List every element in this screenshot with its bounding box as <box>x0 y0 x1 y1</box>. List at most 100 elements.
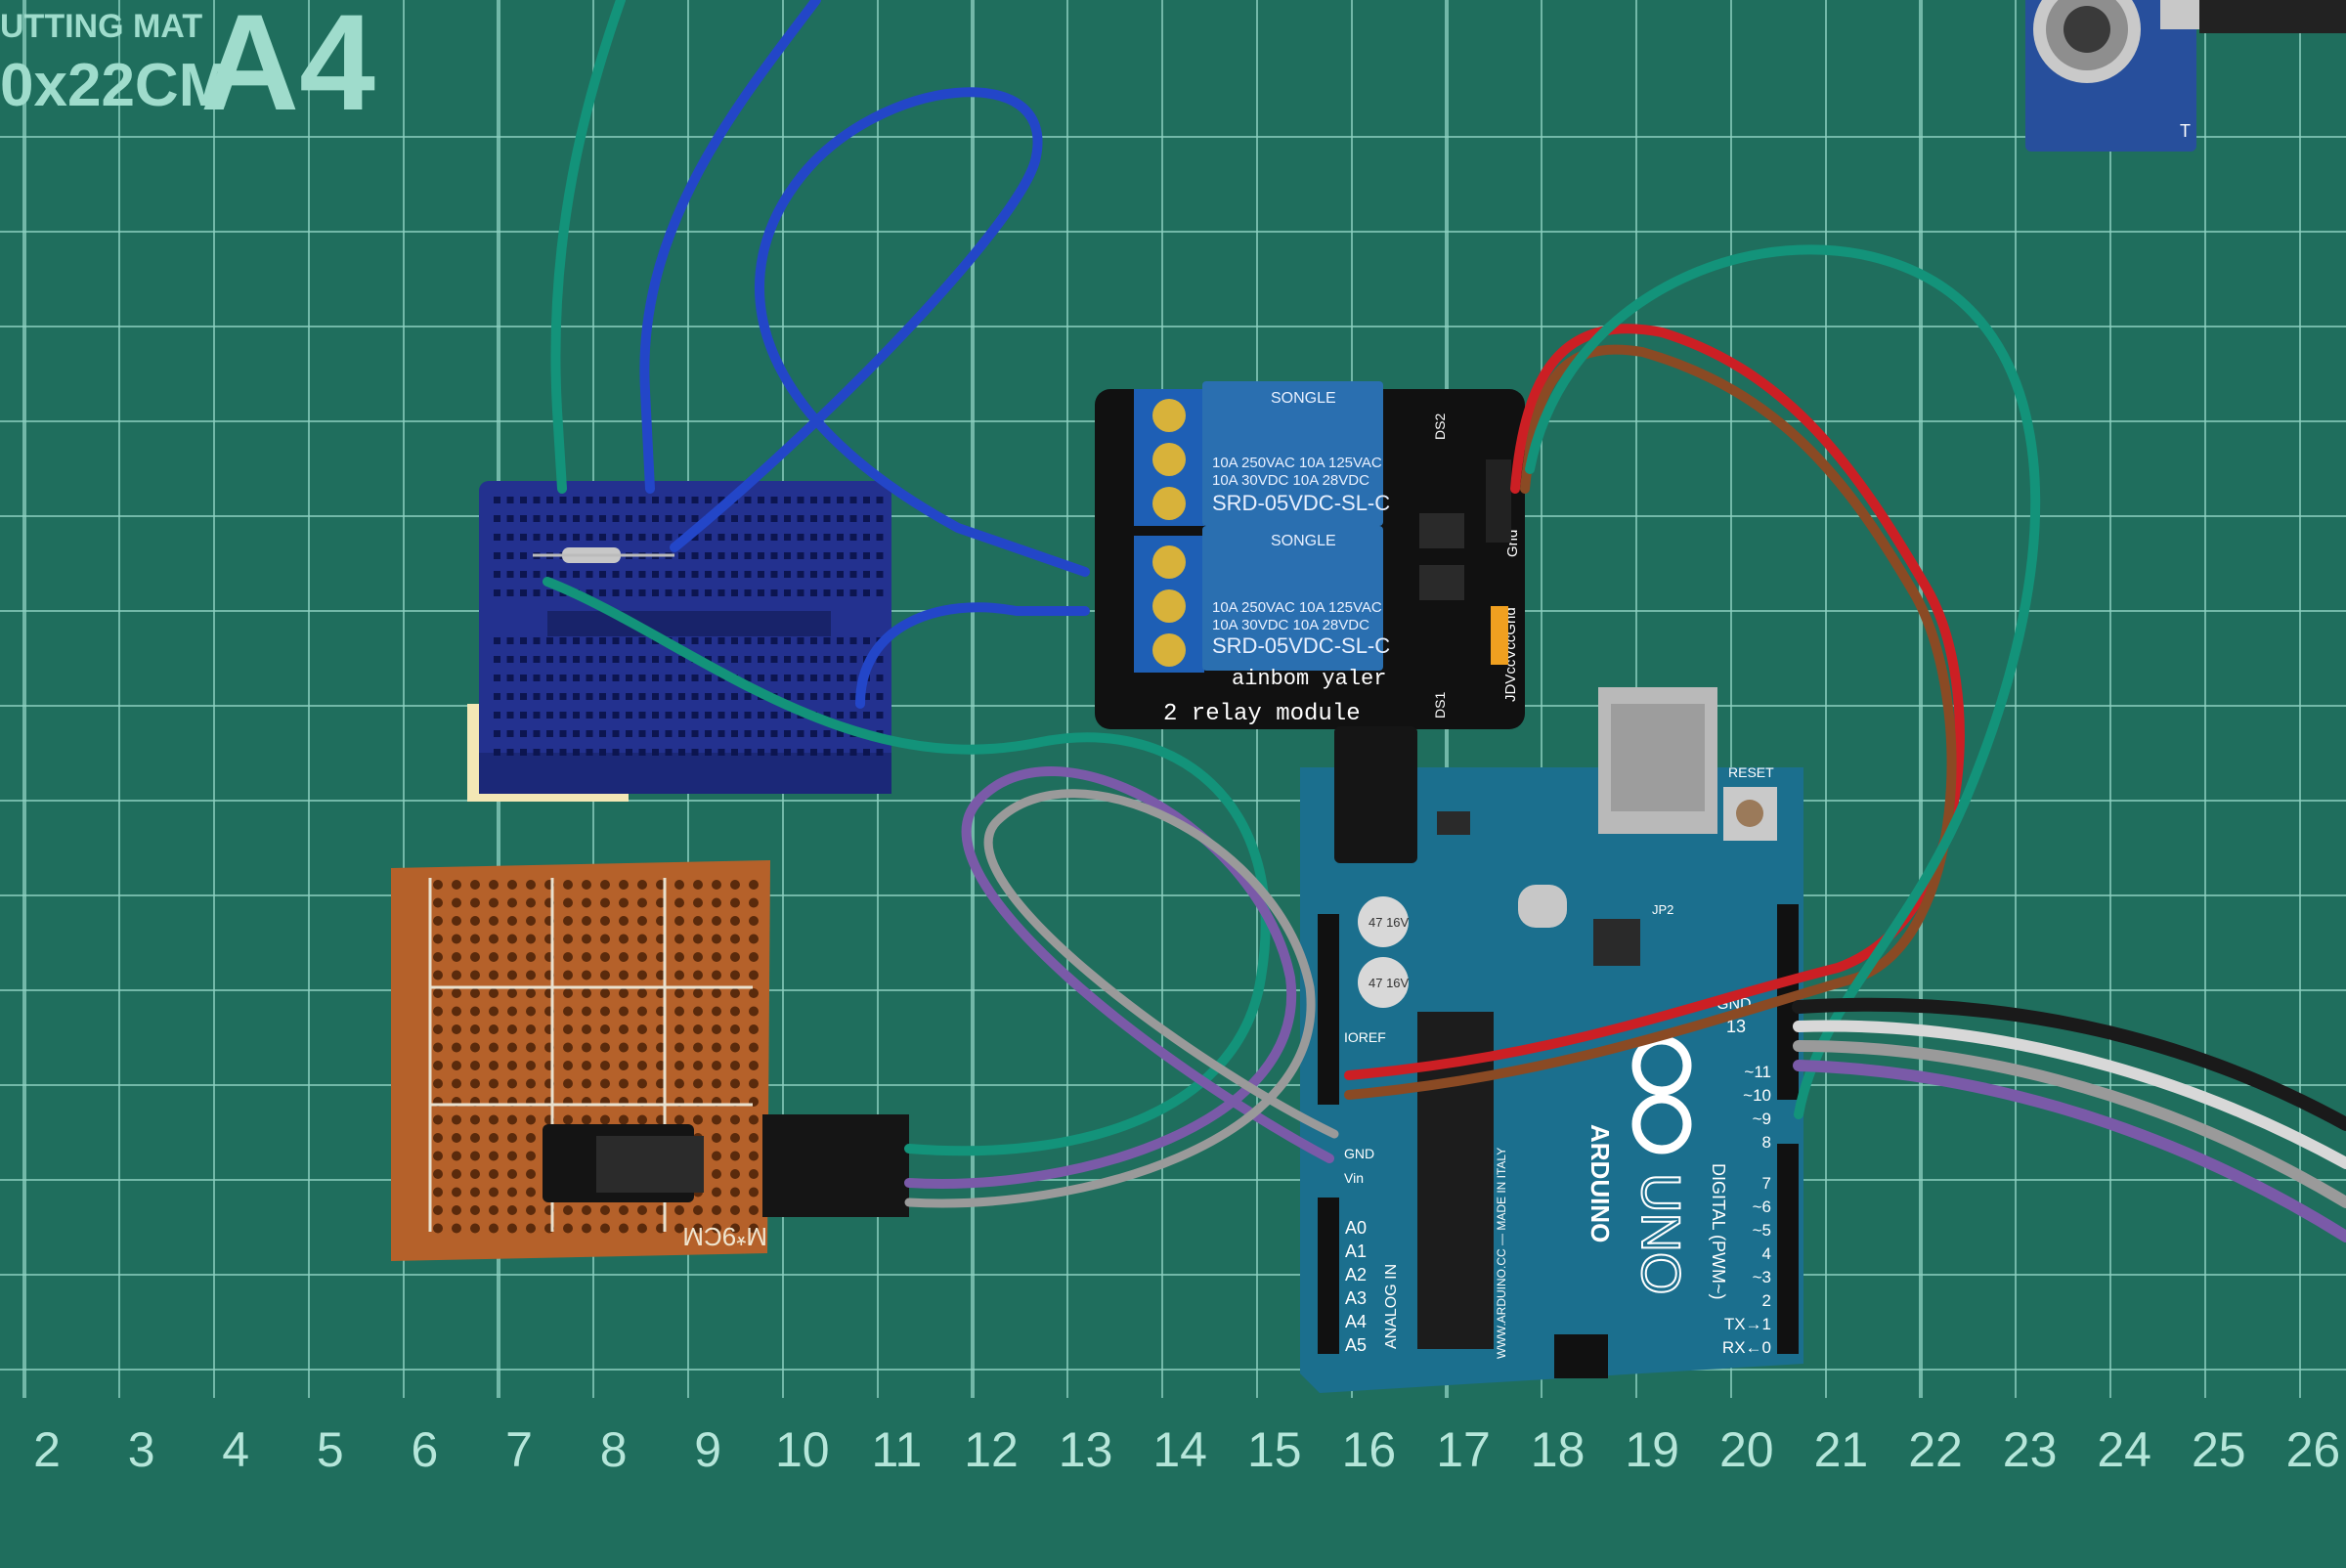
perfboard-hole <box>730 1187 740 1198</box>
perfboard-hole <box>749 1169 759 1179</box>
breadboard-hole <box>678 712 685 719</box>
ruler-number: 6 <box>411 1422 438 1477</box>
breadboard-hole <box>599 497 606 503</box>
perfboard-hole <box>600 1078 610 1089</box>
ruler-number: 13 <box>1059 1422 1113 1477</box>
perfboard-hole <box>637 988 647 998</box>
perfboard-hole <box>452 880 461 890</box>
breadboard-hole <box>678 571 685 578</box>
breadboard-hole <box>863 693 870 700</box>
breadboard-hole <box>744 571 752 578</box>
breadboard-hole <box>599 637 606 644</box>
breadboard-hole <box>691 497 699 503</box>
perfboard-hole <box>582 880 591 890</box>
breadboard-hole <box>823 712 831 719</box>
perfboard-hole <box>526 1042 536 1053</box>
breadboard-hole <box>586 693 593 700</box>
perfboard-hole <box>730 1205 740 1215</box>
breadboard-hole <box>797 637 804 644</box>
perfboard-hole <box>433 880 443 890</box>
breadboard-hole <box>810 515 817 522</box>
perfboard-hole <box>637 1061 647 1070</box>
perfboard-hole <box>526 1151 536 1161</box>
breadboard-hole <box>705 497 712 503</box>
breadboard-hole <box>626 712 632 719</box>
perfboard-hole <box>526 934 536 944</box>
perfboard-hole <box>674 897 684 908</box>
perfboard-hole <box>712 897 721 908</box>
perfboard-hole <box>489 1024 499 1034</box>
breadboard-hole <box>573 497 580 503</box>
breadboard-hole <box>546 534 553 541</box>
breadboard-hole <box>586 637 593 644</box>
breadboard-hole <box>744 693 752 700</box>
perfboard-hole <box>600 880 610 890</box>
perfboard-hole <box>749 1114 759 1125</box>
perfboard-hole <box>470 1133 480 1143</box>
perfboard-hole <box>526 970 536 980</box>
perfboard-hole <box>712 1061 721 1070</box>
wire-purple <box>904 766 1334 1189</box>
breadboard-hole <box>678 515 685 522</box>
breadboard-hole <box>863 552 870 559</box>
ruler-number: 4 <box>222 1422 249 1477</box>
perfboard-hole <box>749 1024 759 1034</box>
breadboard-hole <box>691 693 699 700</box>
breadboard-hole <box>599 730 606 737</box>
perfboard-hole <box>526 1223 536 1234</box>
perfboard-hole <box>470 1061 480 1070</box>
breadboard-hole <box>784 497 791 503</box>
perfboard-hole <box>712 1169 721 1179</box>
perfboard-hole <box>563 1061 573 1070</box>
wire-blue-lower <box>855 602 1090 709</box>
perfboard-hole <box>470 1223 480 1234</box>
breadboard-hole <box>717 637 725 644</box>
breadboard-hole <box>599 571 606 578</box>
perfboard-hole <box>526 916 536 926</box>
breadboard-hole <box>784 712 791 719</box>
breadboard-hole <box>494 749 500 756</box>
perfboard-hole <box>749 880 759 890</box>
perfboard-hole <box>489 970 499 980</box>
arduino-reset-label: RESET <box>1728 764 1774 780</box>
wire-brown <box>1344 344 1957 1100</box>
arduino-digital-label: DIGITAL (PWM~) <box>1709 1163 1728 1300</box>
breadboard-hole <box>586 534 593 541</box>
perfboard-hole <box>637 916 647 926</box>
breadboard-hole <box>586 656 593 663</box>
breadboard-hole <box>770 534 778 541</box>
breadboard-hole <box>678 637 685 644</box>
relay2-model: SRD-05VDC-SL-C <box>1212 633 1390 658</box>
analog-pin-label: A3 <box>1345 1288 1367 1308</box>
breadboard-hole <box>691 589 699 596</box>
breadboard-hole <box>797 749 804 756</box>
breadboard-hole <box>573 675 580 681</box>
perfboard-hole <box>582 897 591 908</box>
breadboard-hole <box>520 497 527 503</box>
relay1-rating-1: 10A 250VAC 10A 125VAC <box>1212 455 1382 471</box>
breadboard-hole <box>520 637 527 644</box>
breadboard-hole <box>665 693 673 700</box>
breadboard-hole <box>506 693 514 700</box>
perfboard-hole <box>712 916 721 926</box>
digital-pin-label: 2 <box>1762 1291 1771 1310</box>
breadboard-hole <box>652 515 659 522</box>
breadboard-hole <box>546 730 553 737</box>
perfboard-hole <box>526 880 536 890</box>
breadboard-hole <box>876 515 884 522</box>
perfboard-hole <box>749 970 759 980</box>
breadboard-hole <box>678 675 685 681</box>
breadboard-hole <box>744 749 752 756</box>
breadboard-hole <box>758 497 764 503</box>
perfboard-hole <box>637 1024 647 1034</box>
perfboard-hole <box>674 916 684 926</box>
breadboard-hole <box>626 589 632 596</box>
breadboard-hole <box>586 515 593 522</box>
perfboard-hole <box>693 916 703 926</box>
perfboard-hole <box>693 952 703 962</box>
breadboard-hole <box>559 656 567 663</box>
breadboard-hole <box>586 571 593 578</box>
perfboard-hole <box>489 1133 499 1143</box>
perfboard-hole <box>674 1024 684 1034</box>
